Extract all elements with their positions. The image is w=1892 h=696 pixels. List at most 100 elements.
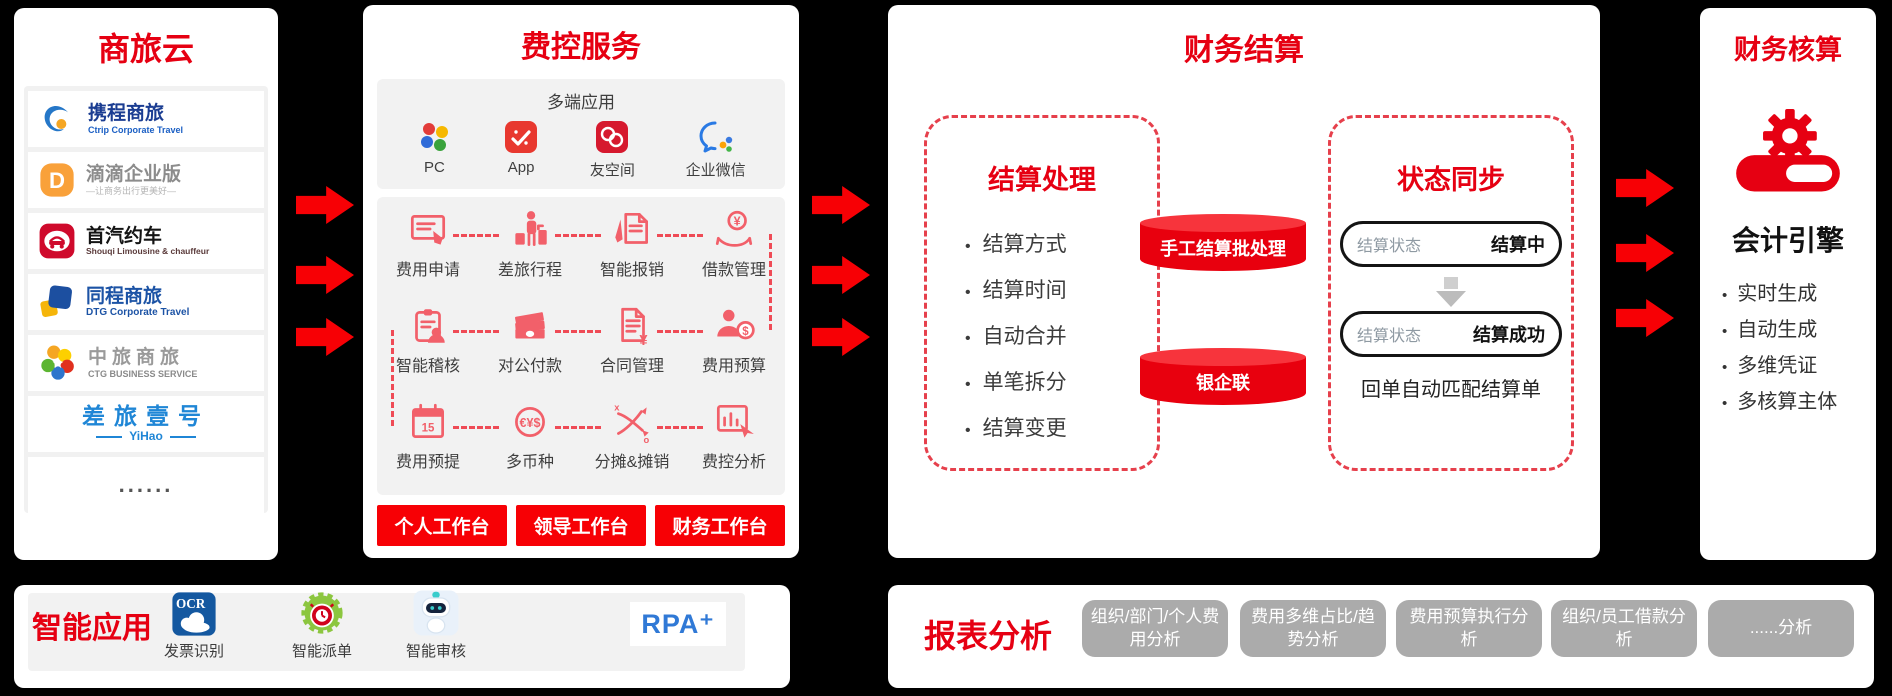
feature-expense-budget: $ 费用预算 xyxy=(683,303,785,398)
terminal-pc: PC xyxy=(416,119,452,180)
status-label: 结算状态 xyxy=(1357,328,1422,345)
dispatch-gear-alarm-icon xyxy=(301,592,343,634)
expense-analysis-icon xyxy=(716,404,754,438)
features-section: 费用申请 差旅行程 智能报销 ¥ 借款管理 智能稽核 xyxy=(377,197,785,495)
dashed-connector xyxy=(391,330,394,426)
dtg-squares-icon xyxy=(40,285,72,318)
expense-accrual-icon: 15 xyxy=(412,403,444,438)
manual-settlement-batch-cylinder: 手工结算批处理 xyxy=(1140,214,1306,271)
feature-expense-analysis: 费控分析 xyxy=(683,399,785,494)
feature-expense-accrual: 15 费用预提 xyxy=(377,399,479,494)
dashed-connector xyxy=(555,234,601,237)
yonyou-pinwheel-icon xyxy=(421,123,449,151)
accounting-item: 多维凭证 xyxy=(1722,349,1876,385)
dashed-connector xyxy=(453,330,499,333)
provider-subtitle: DTG Corporate Travel xyxy=(86,307,190,319)
wecom-bubble-icon xyxy=(699,121,732,153)
feature-label: 借款管理 xyxy=(701,262,766,279)
processing-item: 结算时间 xyxy=(965,269,1157,315)
report-analysis-panel: 报表分析 组织/部门/个人费用分析 费用多维占比/趋势分析 费用预算执行分析 组… xyxy=(888,585,1874,688)
svg-text:★: ★ xyxy=(52,356,65,372)
accounting-item: 实时生成 xyxy=(1722,277,1876,313)
accounting-item: 自动生成 xyxy=(1722,313,1876,349)
dashed-connector xyxy=(657,234,703,237)
smart-app-label: 智能派单 xyxy=(292,643,353,660)
feature-label: 费控分析 xyxy=(701,454,766,471)
expense-budget-icon: $ xyxy=(717,309,755,340)
dashed-connector xyxy=(555,330,601,333)
allocation-amortize-icon: xo xyxy=(614,402,650,445)
finance-workbench-button[interactable]: 财务工作台 xyxy=(655,505,785,546)
provider-name: 滴滴企业版 xyxy=(86,164,182,186)
smart-app-ocr: OCR 发票识别 xyxy=(164,590,224,661)
svg-text:$: $ xyxy=(742,326,749,338)
report-button-multidim-trend[interactable]: 费用多维占比/趋势分析 xyxy=(1240,600,1386,657)
provider-name: 中旅商旅 xyxy=(88,347,185,369)
feature-label: 合同管理 xyxy=(599,358,664,375)
audit-robot-icon xyxy=(413,590,459,636)
provider-name: 首汽约车 xyxy=(86,225,163,247)
expense-control-title: 费控服务 xyxy=(521,31,641,64)
feature-label: 智能报销 xyxy=(599,262,664,279)
multi-currency-icon: €¥$ xyxy=(515,407,545,437)
report-button-budget-execution[interactable]: 费用预算执行分析 xyxy=(1396,600,1542,657)
flow-arrow-right xyxy=(296,256,354,294)
feature-smart-reimburse: 智能报销 xyxy=(581,207,683,302)
flow-arrow-right xyxy=(812,186,870,224)
svg-text:€¥$: €¥$ xyxy=(520,416,541,430)
cylinder-label: 银企联 xyxy=(1196,373,1250,393)
terminal-wecom: 企业微信 xyxy=(686,119,746,180)
leader-workbench-button[interactable]: 领导工作台 xyxy=(516,505,646,546)
expense-apply-icon xyxy=(410,215,446,245)
provider-subtitle: Shouqi Limousine & chauffeur xyxy=(86,245,210,256)
terminal-label: 企业微信 xyxy=(685,162,746,179)
personal-workbench-button[interactable]: 个人工作台 xyxy=(377,505,507,546)
shouqi-car-icon xyxy=(39,223,75,259)
feature-label: 费用申请 xyxy=(395,262,460,279)
feature-smart-audit: 智能稽核 xyxy=(377,303,479,398)
smart-app-audit: 智能审核 xyxy=(406,588,466,661)
cylinder-label: 手工结算批处理 xyxy=(1160,239,1286,259)
svg-text:D: D xyxy=(49,168,65,193)
status-sync-box: 状态同步 结算状态 结算中 结算状态 结算成功 回单自动匹配结算单 xyxy=(1328,115,1574,471)
feature-label: 智能稽核 xyxy=(395,358,460,375)
processing-list: 结算方式 结算时间 自动合并 单笔拆分 结算变更 xyxy=(965,223,1157,453)
settlement-status-pill: 结算状态 结算成功 xyxy=(1340,311,1562,357)
flow-arrow-right xyxy=(1616,234,1674,272)
svg-text:¥: ¥ xyxy=(639,333,648,349)
dashed-connector xyxy=(555,426,601,429)
smart-apps-strip xyxy=(28,593,745,671)
flow-arrow-right xyxy=(812,318,870,356)
feature-label: 多币种 xyxy=(505,454,554,471)
report-button-org-dept-personal[interactable]: 组织/部门/个人费用分析 xyxy=(1082,600,1228,657)
provider-subtitle: YiHao xyxy=(96,429,196,443)
provider-name: 携程商旅 xyxy=(88,103,165,125)
settlement-status-pill: 结算状态 结算中 xyxy=(1340,221,1562,267)
dashed-connector xyxy=(657,426,703,429)
feature-expense-apply: 费用申请 xyxy=(377,207,479,302)
provider-subtitle: Ctrip Corporate Travel xyxy=(88,124,184,135)
feature-label: 费用预算 xyxy=(701,358,766,375)
provider-subtitle: —让商务出行更美好— xyxy=(86,185,177,196)
report-button-more[interactable]: ......分析 xyxy=(1708,600,1854,657)
ocr-cloud-icon: OCR xyxy=(172,592,216,636)
provider-didi: D 滴滴企业版—让商务出行更美好— xyxy=(28,152,264,208)
flow-arrow-right xyxy=(296,186,354,224)
rpa-logo: RPA⁺ xyxy=(630,602,726,646)
provider-name: 同程商旅 xyxy=(86,285,163,307)
processing-item: 单笔拆分 xyxy=(965,361,1157,407)
smart-app-label: 智能审核 xyxy=(406,643,467,660)
feature-label: 分摊&摊销 xyxy=(594,454,670,471)
svg-text:o: o xyxy=(644,434,650,445)
bank-enterprise-link-cylinder: 银企联 xyxy=(1140,348,1306,405)
accounting-panel: 财务核算 xyxy=(1700,8,1876,560)
feature-label: 差旅行程 xyxy=(497,262,562,279)
smart-app-rpa: RPA⁺ xyxy=(630,602,726,646)
report-button-org-employee-loan[interactable]: 组织/员工借款分析 xyxy=(1551,600,1697,657)
accounting-engine-title: 会计引擎 xyxy=(1731,225,1844,256)
